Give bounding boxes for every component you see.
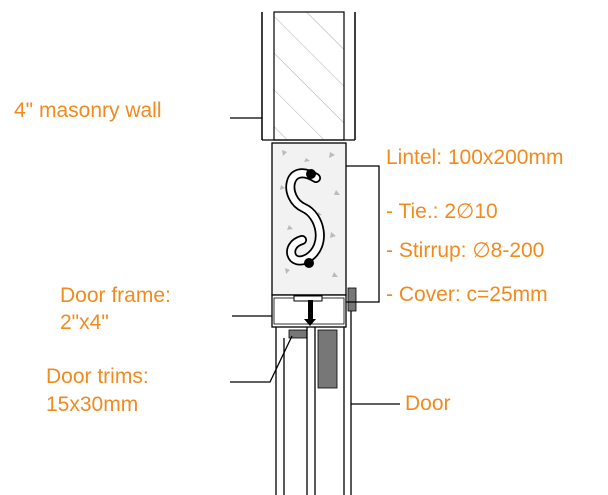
door-trims-label-line2: 15x30mm — [46, 393, 139, 416]
frame-stop — [347, 287, 357, 312]
tie-bar-top — [306, 169, 316, 179]
tie-label: - Tie.: 2∅10 — [386, 200, 498, 223]
door-leaf — [317, 329, 338, 389]
masonry-wall — [261, 11, 356, 141]
lintel — [271, 142, 347, 296]
tie-bar-bottom — [304, 258, 314, 268]
leader-lintel-bracket — [346, 165, 380, 303]
stirrup-label: - Stirrup: ∅8-200 — [386, 239, 545, 262]
masonry-wall-label: 4" masonry wall — [14, 99, 162, 122]
door-frame-label-line2: 2"x4" — [60, 311, 109, 334]
door-label: Door — [405, 392, 451, 415]
door-frame-label-line1: Door frame: — [60, 284, 171, 307]
cover-label: - Cover: c=25mm — [386, 283, 548, 306]
door-frame — [271, 287, 357, 328]
lintel-label: Lintel: 100x200mm — [386, 146, 564, 169]
door-trims-label-line1: Door trims: — [46, 365, 149, 388]
jamb-lines — [275, 311, 352, 495]
leader-door-trims — [230, 335, 293, 383]
stirrup-rebar — [285, 168, 325, 268]
leader-lines — [230, 117, 400, 405]
